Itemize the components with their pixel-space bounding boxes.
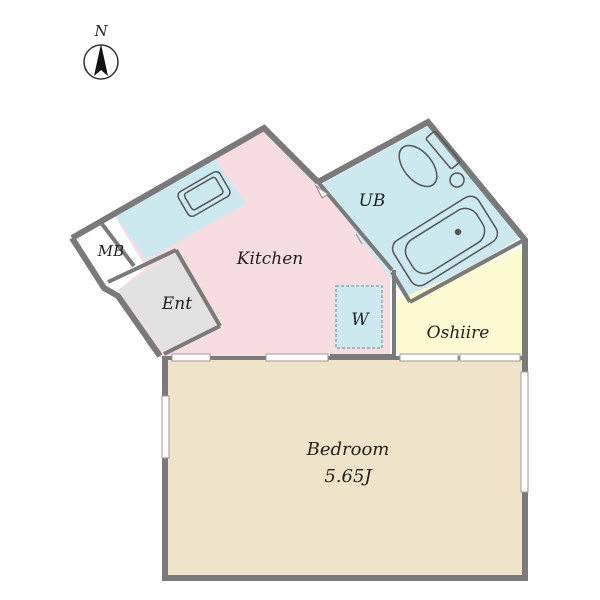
oshiire-label: Oshiire xyxy=(427,323,490,343)
oshiire-door-left xyxy=(399,353,459,362)
washer-space xyxy=(335,285,383,349)
north-arrow-icon xyxy=(94,44,108,76)
oshiire-area xyxy=(396,248,522,354)
ub-label: UB xyxy=(359,191,386,211)
toilet-icon xyxy=(398,130,465,188)
entrance-area xyxy=(118,252,220,352)
windows xyxy=(161,371,529,493)
meter-box-area xyxy=(76,222,134,282)
ub-door-marker xyxy=(314,184,329,199)
oshiire-door-right xyxy=(459,353,521,362)
bedroom-size-label: 5.65J xyxy=(324,466,373,487)
mb-label: MB xyxy=(97,242,124,260)
ent-label: Ent xyxy=(161,294,192,314)
kitchen-counter xyxy=(114,158,246,260)
window-right xyxy=(520,371,529,493)
bathtub-icon xyxy=(391,195,499,287)
bedroom-area xyxy=(168,358,524,575)
bedroom-label: Bedroom xyxy=(306,439,390,460)
inner-walls xyxy=(100,180,525,360)
kitchen-sink-icon xyxy=(177,170,231,218)
w-label: W xyxy=(351,310,370,330)
door-openings xyxy=(171,353,521,362)
compass: N xyxy=(83,22,119,80)
compass-north-label: N xyxy=(93,22,108,40)
kitchen-label: Kitchen xyxy=(236,249,303,269)
unit-bath-area xyxy=(320,126,520,304)
window-left xyxy=(161,395,170,459)
ub-door-marker-2 xyxy=(355,233,363,245)
bedroom-door-left xyxy=(171,353,211,362)
bedroom-door-right xyxy=(265,353,329,362)
